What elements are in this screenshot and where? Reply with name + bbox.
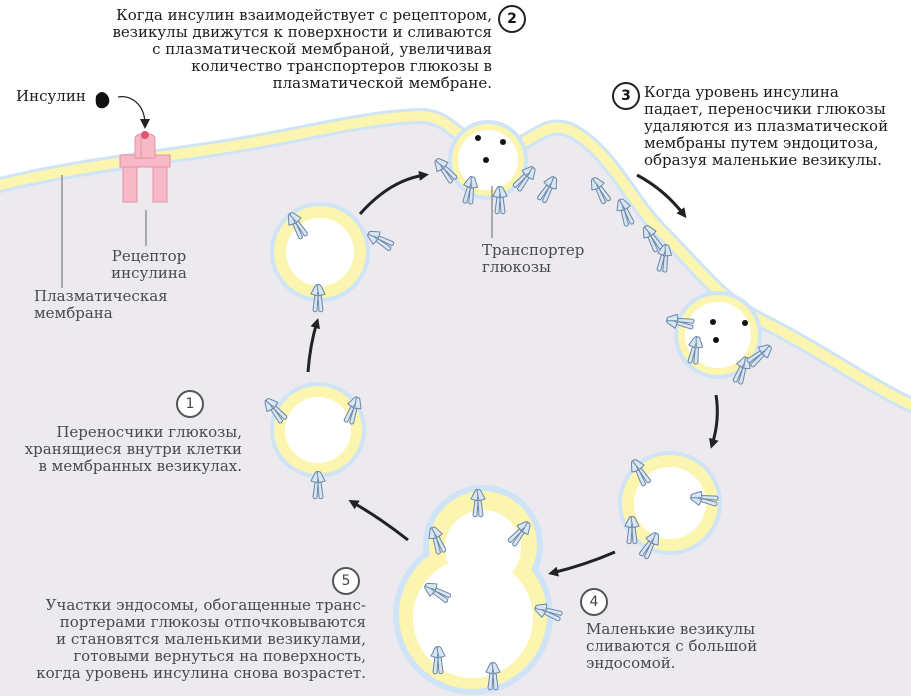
glucose-dot (710, 319, 716, 325)
step-3-line: образуя маленькие везикулы. (644, 151, 882, 169)
step-3-line: мембраны путем эндоцитоза, (644, 134, 879, 152)
step-3-line: Когда уровень инсулина (644, 83, 839, 101)
transporter-label: Транспортер глюкозы (482, 242, 584, 276)
step-2-line: везикулы движутся к поверхности и сливаю… (112, 23, 492, 41)
step-5-line: Участки эндосомы, обогащенные транс- (45, 596, 366, 614)
step-2-line: Когда инсулин взаимодействует с рецептор… (116, 6, 492, 24)
step-4-line: сливаются с большой (586, 637, 758, 655)
vesicle-right (618, 451, 722, 555)
step-1-line: хранящиеся внутри клетки (24, 440, 242, 458)
step-3-badge: 3 (612, 82, 640, 110)
glucose-dot (500, 139, 506, 145)
receptor-label: Рецептор инсулина (104, 248, 194, 282)
step-3-line: удаляются из плазматической (644, 117, 889, 135)
glucose-dot (475, 135, 481, 141)
step-4-line: Маленькие везикулы (586, 620, 756, 638)
step-5-caption: Участки эндосомы, обогащенные транс- пор… (8, 597, 366, 682)
step-3-line: падает, переносчики глюкозы (644, 100, 886, 118)
membrane-label-line: Плазматическая (34, 287, 168, 305)
fusing-vesicle (448, 120, 528, 200)
glucose-dot (483, 157, 489, 163)
step-2-line: количество транспортеров глюкозы в (191, 57, 492, 75)
step-2-line: плазматической мембране. (272, 74, 492, 92)
step-5-line: когда уровень инсулина снова возрастет. (36, 664, 366, 682)
insulin-receptor (119, 131, 171, 203)
endosome (393, 485, 553, 695)
step-5-badge: 5 (332, 567, 360, 595)
glucose-dot (742, 320, 748, 326)
insulin-molecule (95, 92, 110, 109)
step-5-line: и становятся маленькими везикулами, (56, 630, 366, 648)
step-1-badge: 1 (176, 390, 204, 418)
step-3-caption: Когда уровень инсулина падает, переносчи… (644, 84, 909, 169)
step-2-badge: 2 (498, 5, 526, 33)
transporter-label-line: Транспортер (482, 241, 585, 259)
step-1-line: Переносчики глюкозы, (56, 423, 242, 441)
step-4-badge: 4 (580, 588, 608, 616)
step-2-caption: Когда инсулин взаимодействует с рецептор… (60, 7, 492, 92)
receptor-label-line: инсулина (111, 264, 187, 282)
insulin-label: Инсулин (16, 87, 86, 105)
step-5-line: портерами глюкозы отпочковываются (59, 613, 366, 631)
step-4-caption: Маленькие везикулы сливаются с большой э… (586, 621, 757, 672)
step-5-line: готовыми вернуться на поверхность, (73, 647, 366, 665)
cycle-arrows (306, 170, 719, 577)
glucose-dot (713, 337, 719, 343)
step-2-line: с плазматической мембраной, увеличивая (152, 40, 492, 58)
receptor-label-line: Рецептор (111, 247, 187, 265)
step-1-caption: Переносчики глюкозы, хранящиеся внутри к… (10, 424, 242, 475)
transporter-label-line: глюкозы (482, 258, 551, 276)
vesicle-middle-left (270, 382, 366, 478)
step-1-line: в мембранных везикулах. (38, 457, 242, 475)
membrane-label: Плазматическая мембрана (34, 288, 168, 322)
membrane-label-line: мембрана (34, 304, 113, 322)
step-4-line: эндосомой. (586, 654, 676, 672)
